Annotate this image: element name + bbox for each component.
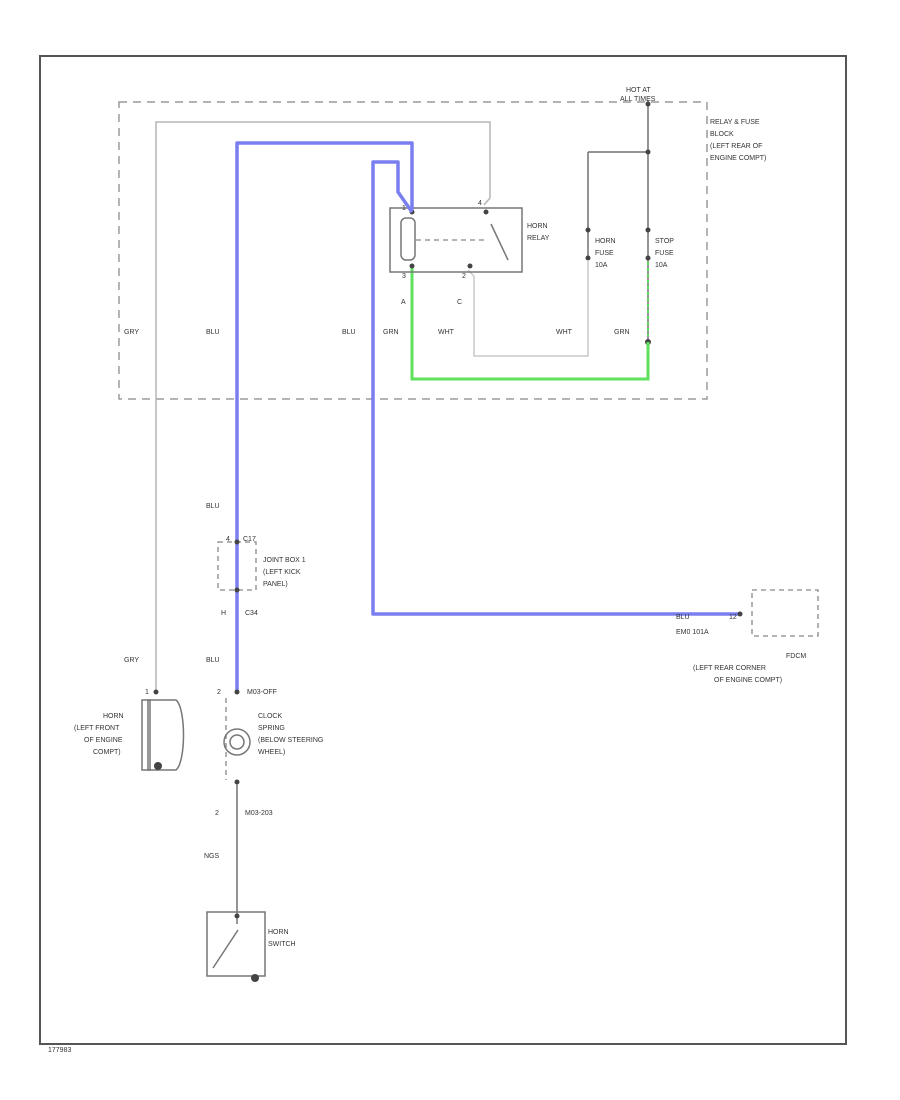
label-relay-fuse-block-3: (LEFT REAR OF [710, 143, 762, 150]
label-horn-pin: 1 [145, 689, 149, 696]
clock-spring [223, 689, 251, 785]
fuse-feed-splice [645, 149, 651, 155]
label-jb-pin-top: 4 [226, 536, 230, 543]
label-jb-conn-top: C17 [243, 536, 256, 543]
label-clock-spring-2: SPRING [258, 725, 285, 732]
label-horn-fuse-3: 10A [595, 262, 608, 269]
label-jb-pin-bot: H [221, 610, 226, 617]
relay-fuse-block-boundary [118, 101, 708, 400]
label-relay-fuse-block-4: ENGINE COMPT) [710, 155, 766, 162]
label-horn: HORN [103, 713, 124, 720]
label-horn-fuse: HORN [595, 238, 616, 245]
label-fdcm-2: (LEFT REAR CORNER [693, 665, 766, 672]
diagram-frame [39, 55, 847, 1045]
label-cs-pin-bot: 2 [215, 810, 219, 817]
label-horn-3: OF ENGINE [84, 737, 123, 744]
label-g-pin: 12 [729, 614, 737, 621]
label-cs-conn-top: M03-OFF [247, 689, 277, 696]
label-fdcm-3: OF ENGINE COMPT) [714, 677, 782, 684]
label-wire-gry-2: GRY [124, 657, 139, 664]
label-wire-grn-1: GRN [383, 329, 399, 336]
label-clock-spring: CLOCK [258, 713, 282, 720]
horn-relay [389, 207, 523, 273]
label-wire-ngs: NGS [204, 853, 220, 860]
label-hot-at: HOT AT [626, 87, 651, 94]
label-cs-conn-bot: M03-203 [245, 810, 273, 817]
label-cs-pin-top: 2 [217, 689, 221, 696]
label-joint-box-2: (LEFT KICK [263, 569, 301, 576]
label-footer-code: 177983 [48, 1047, 71, 1054]
label-wire-gry-1: GRY [124, 329, 139, 336]
label-pin-a: A [401, 299, 406, 306]
label-relay-pin-3: 3 [402, 273, 406, 280]
label-wire-blu-2: BLU [342, 329, 356, 336]
label-clock-spring-3: (BELOW STEERING [258, 737, 323, 744]
horn-relay-contact [490, 223, 509, 261]
relay-pin-3-dot [409, 263, 415, 269]
label-fdcm: FDCM [786, 653, 806, 660]
label-wire-blu-4: BLU [206, 657, 220, 664]
label-horn-relay-2: RELAY [527, 235, 550, 242]
horn-relay-coil [400, 217, 416, 261]
wire-wht-fuse-to-relay [467, 260, 589, 357]
label-relay-pin-1: 1 [402, 205, 406, 212]
label-horn-switch: HORN [268, 929, 289, 936]
label-jb-conn-bot: C34 [245, 610, 258, 617]
fdcm [751, 589, 819, 637]
label-wire-blu-1: BLU [206, 329, 220, 336]
label-horn-2: (LEFT FRONT [74, 725, 120, 732]
relay-pin-4-dot [483, 209, 489, 215]
label-relay-pin-2: 2 [462, 273, 466, 280]
label-relay-fuse-block: RELAY & FUSE [710, 119, 760, 126]
label-horn-switch-2: SWITCH [268, 941, 296, 948]
power-feed-terminal [645, 101, 651, 107]
wire-gry-relay-to-horn [155, 121, 491, 692]
horn-fuse [585, 227, 591, 261]
label-relay-pin-4: 4 [478, 200, 482, 207]
horn [141, 689, 185, 771]
wire-grn-fuse-to-relay [410, 268, 650, 381]
horn-switch [206, 911, 266, 982]
wire-blu-relay-to-fdcm [371, 160, 738, 616]
label-joint-box-3: PANEL) [263, 581, 288, 588]
label-wire-grn-2: GRN [614, 329, 630, 336]
label-g-wire: BLU [676, 614, 690, 621]
stop-fuse [645, 227, 651, 261]
label-joint-box: JOINT BOX 1 [263, 557, 306, 564]
label-wire-wht-2: WHT [556, 329, 573, 336]
fdcm-pin [737, 611, 743, 617]
label-horn-4: COMPT) [93, 749, 121, 756]
joint-box-pin-bottom [234, 587, 240, 593]
label-wire-blu-3: BLU [206, 503, 220, 510]
wire-blu-relay-to-clock-spring [235, 141, 414, 692]
label-horn-relay: HORN [527, 223, 548, 230]
label-relay-fuse-block-2: BLOCK [710, 131, 734, 138]
label-pin-c: C [457, 299, 462, 306]
joint-box-pin-top [234, 539, 240, 545]
relay-pin-2-dot [467, 263, 473, 269]
label-stop-fuse-3: 10A [655, 262, 668, 269]
label-all-times: ALL TIMES [620, 96, 656, 103]
label-clock-spring-4: WHEEL) [258, 749, 285, 756]
label-stop-fuse-2: FUSE [655, 250, 674, 257]
label-horn-fuse-2: FUSE [595, 250, 614, 257]
label-stop-fuse: STOP [655, 238, 674, 245]
label-g-conn: EM0 101A [676, 629, 709, 636]
label-wire-wht-1: WHT [438, 329, 455, 336]
